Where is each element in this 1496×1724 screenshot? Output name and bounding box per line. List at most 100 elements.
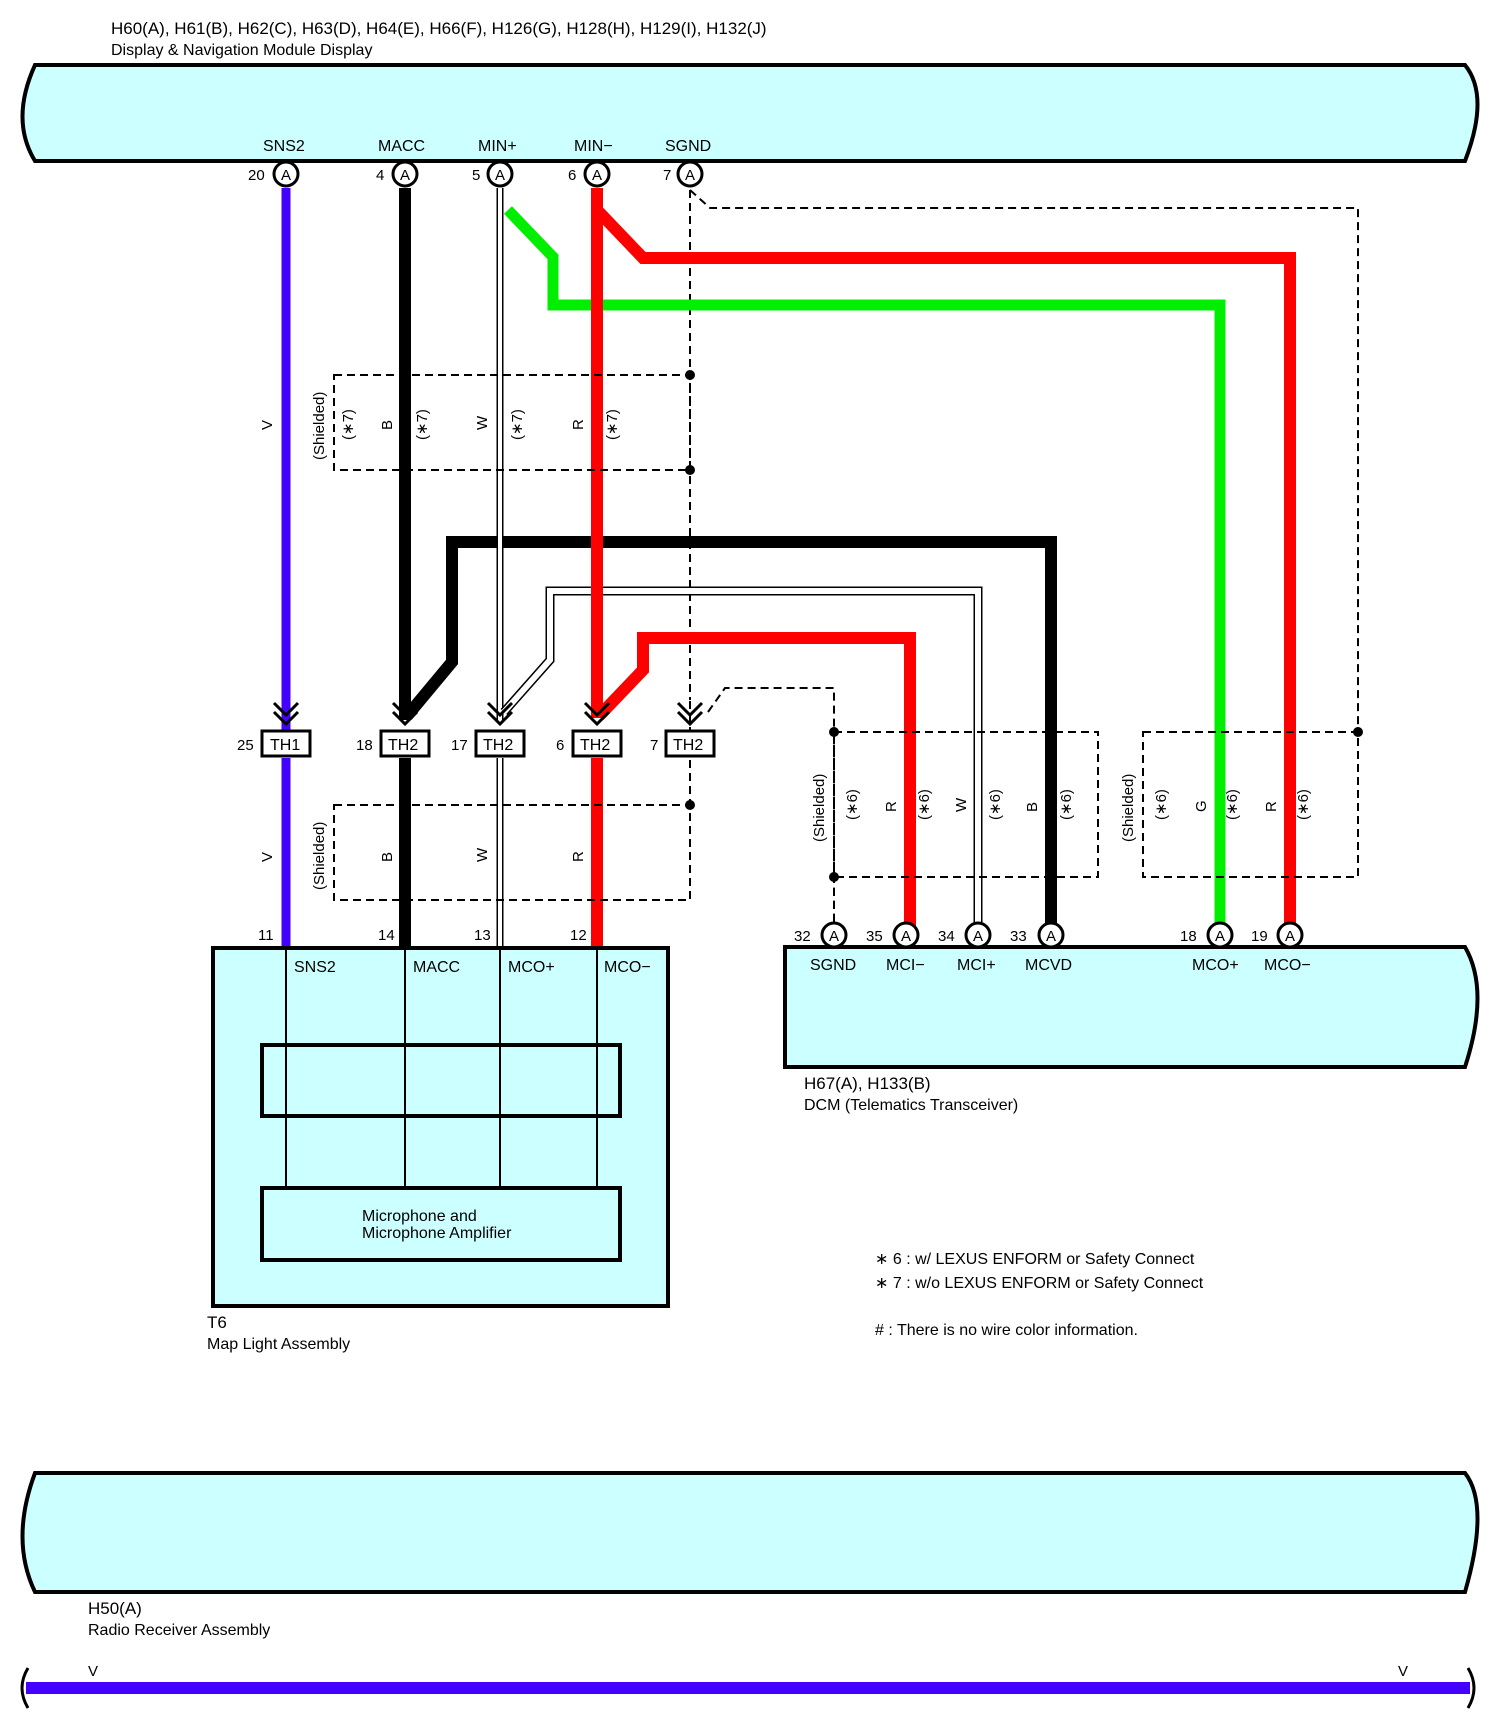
dcm-connectors: H67(A), H133(B): [804, 1074, 931, 1093]
dcm-pin: 33: [1010, 928, 1027, 945]
upper-shield-label: (Shielded): [311, 392, 328, 460]
top-term-pin: 20: [248, 167, 265, 184]
dcm-term-label: MCO+: [1192, 957, 1239, 974]
top-component-name: Display & Navigation Module Display: [111, 42, 372, 59]
map-light-term-label: SNS2: [294, 959, 336, 976]
upper-wire-note: (∗7): [414, 409, 431, 440]
dcm-shield-2-label: (Shielded): [1120, 774, 1137, 842]
dcm-shield-1-wire-note: (∗6): [1058, 789, 1075, 820]
wire-black-mcvd: [402, 536, 1057, 935]
lower-shield-label: (Shielded): [311, 822, 328, 890]
dcm-conn: A: [1046, 928, 1056, 945]
dcm-term-label: MCVD: [1025, 957, 1072, 974]
dcm-name: DCM (Telematics Transceiver): [804, 1097, 1018, 1114]
top-term-label-sns2: SNS2: [263, 138, 305, 155]
dcm-shield-1: (Shielded) (∗6) R (∗6) W (∗6) B (∗6): [811, 727, 1099, 882]
top-term-conn: A: [495, 167, 505, 184]
map-light-inner-label-2: Microphone Amplifier: [362, 1225, 512, 1242]
upper-wire-note: (∗7): [509, 409, 526, 440]
top-term-conn: A: [281, 167, 291, 184]
dcm-shield-1-label: (Shielded): [811, 774, 828, 842]
top-term-label-macc: MACC: [378, 138, 425, 155]
dcm-shield-2-note: (∗6): [1153, 789, 1170, 820]
top-component-box: [20, 63, 1480, 163]
dcm-shield-1-wire-note: (∗6): [916, 789, 933, 820]
dcm-shield-1-wire-w: W: [953, 797, 970, 812]
dcm-component-box: [783, 945, 1480, 1069]
lower-shield: (Shielded) V B W R: [259, 800, 695, 901]
top-term-conn: A: [400, 167, 410, 184]
wire-white-mci-plus: [500, 586, 983, 935]
upper-wire-note: (∗7): [604, 409, 621, 440]
junction-connectors: TH1 TH2 TH2 TH2 TH2 25 18 17 6 7: [237, 701, 716, 758]
note-6: ∗ 6 : w/ LEXUS ENFORM or Safety Connect: [875, 1251, 1195, 1268]
top-term-pin: 5: [472, 167, 480, 184]
dcm-term-label: MCI+: [957, 957, 996, 974]
map-light-pin: 12: [570, 927, 587, 944]
map-light-term-label: MACC: [413, 959, 460, 976]
dcm-conn: A: [1285, 928, 1295, 945]
junction-pin: 6: [556, 737, 564, 754]
dcm-shield-2-wire-note: (∗6): [1224, 789, 1241, 820]
top-term-label-sgnd: SGND: [665, 138, 711, 155]
lower-wire-color-v: V: [259, 852, 276, 862]
upper-wire-color-b: B: [379, 420, 396, 430]
top-term-pin: 6: [568, 167, 576, 184]
dcm-shield-1-note: (∗6): [844, 789, 861, 820]
upper-wire-color-v: V: [259, 420, 276, 430]
dcm-shield-2-wire-g: G: [1193, 800, 1210, 812]
wire-red-mco-minus: [594, 207, 1296, 935]
lower-wire-color-r: R: [570, 851, 587, 862]
map-light-term-label: MCO−: [604, 959, 651, 976]
top-connectors-label: H60(A), H61(B), H62(C), H63(D), H64(E), …: [111, 19, 767, 38]
top-term-conn: A: [685, 167, 695, 184]
dcm-conn: A: [1215, 928, 1225, 945]
dcm-shield-1-wire-b: B: [1024, 802, 1041, 812]
junction-name: TH2: [388, 737, 418, 754]
upper-shield-note: (∗7): [340, 409, 357, 440]
map-light-assembly: Microphone and Microphone Amplifier 11 1…: [211, 927, 670, 1308]
junction-name: TH2: [673, 737, 703, 754]
wire-green-mco-plus: [504, 206, 1226, 935]
junction-pin: 18: [356, 737, 373, 754]
junction-pin: 7: [650, 737, 658, 754]
dcm-shield-2-wire-note: (∗6): [1295, 789, 1312, 820]
junction-name: TH2: [580, 737, 610, 754]
dcm-shield-2: (Shielded) (∗6) G (∗6) R (∗6): [1120, 727, 1363, 878]
dcm-pin: 35: [866, 928, 883, 945]
junction-name: TH1: [270, 737, 300, 754]
top-term-pin: 4: [376, 167, 384, 184]
top-term-label-min-plus: MIN+: [478, 138, 517, 155]
map-light-inner-label-1: Microphone and: [362, 1208, 477, 1225]
upper-wire-color-r: R: [570, 419, 587, 430]
dcm-shield-2-wire-r: R: [1263, 801, 1280, 812]
map-light-term-label: MCO+: [508, 959, 555, 976]
dcm-conn: A: [973, 928, 983, 945]
radio-connector: H50(A): [88, 1599, 142, 1618]
upper-shield: (Shielded) (∗7) V B (∗7) W (∗7) R (∗7): [259, 370, 695, 475]
upper-wire-color-w: W: [474, 415, 491, 430]
dcm-shield-1-wire-note: (∗6): [987, 789, 1004, 820]
radio-name: Radio Receiver Assembly: [88, 1622, 270, 1639]
dcm-term-label: MCO−: [1264, 957, 1311, 974]
wire-red-mci-minus: [594, 632, 916, 935]
lower-wire-color-b: B: [379, 852, 396, 862]
top-terminals: 20 A 4 A 5 A 6 A 7 A: [248, 160, 704, 188]
top-term-label-min-minus: MIN−: [574, 138, 613, 155]
bottom-wire-color-left: V: [88, 1663, 98, 1680]
dcm-term-label: SGND: [810, 957, 856, 974]
lower-wire-color-w: W: [474, 847, 491, 862]
map-light-pin: 11: [258, 927, 274, 944]
map-light-name: Map Light Assembly: [207, 1336, 350, 1353]
dcm-conn: A: [829, 928, 839, 945]
radio-receiver-box: [20, 1471, 1480, 1594]
map-light-pin: 14: [378, 927, 395, 944]
junction-pin: 25: [237, 737, 254, 754]
dcm-shield-1-wire-r: R: [883, 801, 900, 812]
dcm-pin: 32: [794, 928, 811, 945]
note-7: ∗ 7 : w/o LEXUS ENFORM or Safety Connect: [875, 1275, 1204, 1292]
dcm-pin: 18: [1180, 928, 1197, 945]
junction-pin: 17: [451, 737, 468, 754]
bottom-wire-color-right: V: [1398, 1663, 1408, 1680]
map-light-connector: T6: [207, 1313, 227, 1332]
